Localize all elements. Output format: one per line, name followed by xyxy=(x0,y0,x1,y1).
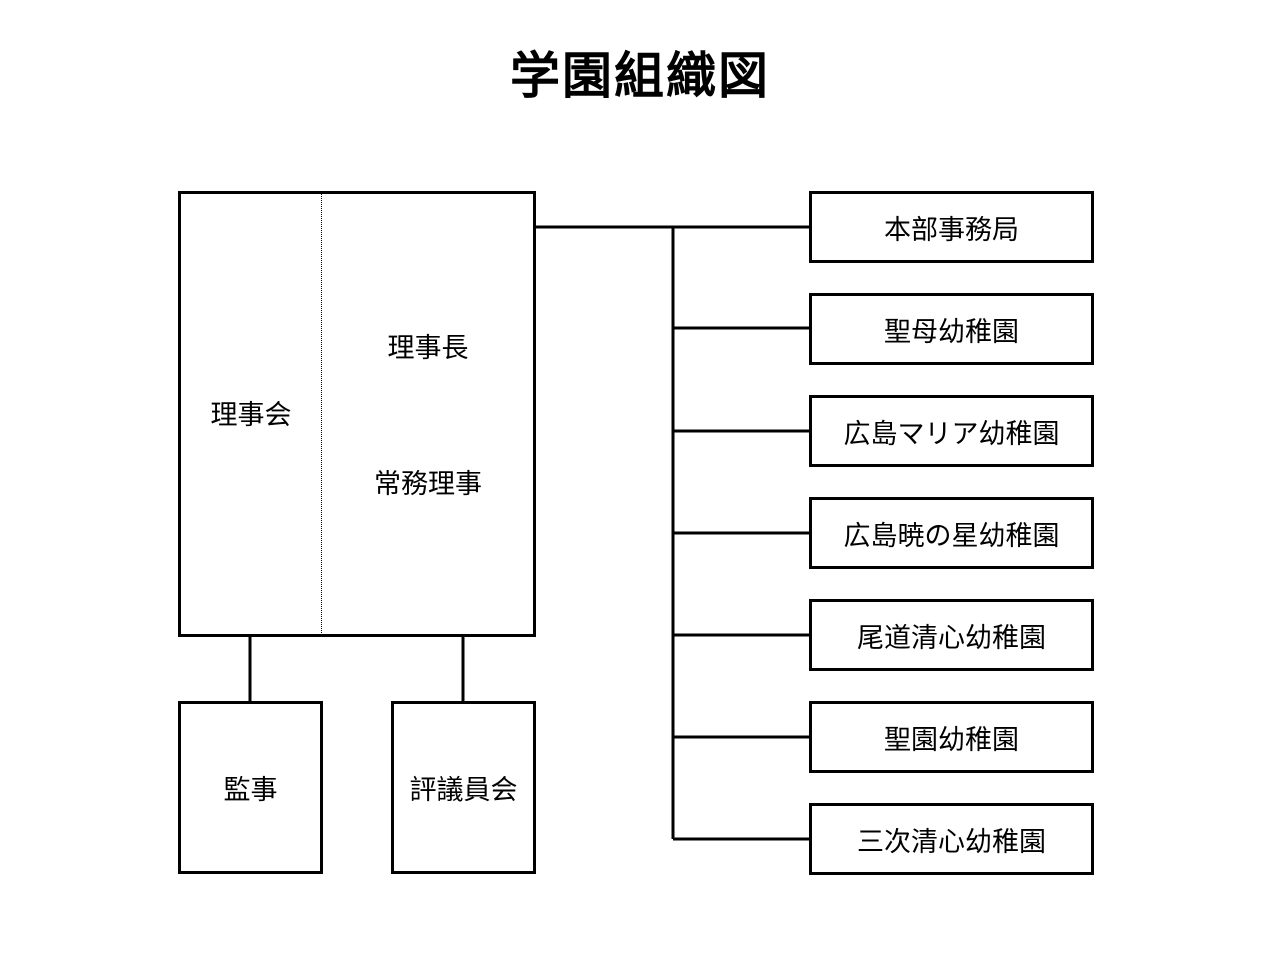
department-label: 広島マリア幼稚園 xyxy=(843,418,1060,450)
department-label: 広島暁の星幼稚園 xyxy=(843,520,1060,552)
executive-director-label: 常務理事 xyxy=(374,468,482,500)
chairman-label: 理事長 xyxy=(387,332,469,364)
department-box xyxy=(809,497,1094,569)
department-box xyxy=(809,599,1094,671)
council-box xyxy=(391,701,536,874)
board-divider xyxy=(321,193,322,635)
board-of-directors-label: 理事会 xyxy=(210,399,292,431)
council-label: 評議員会 xyxy=(409,775,518,806)
page-title: 学園組織図 xyxy=(510,47,770,105)
department-box xyxy=(809,803,1094,875)
department-box xyxy=(809,701,1094,773)
department-box xyxy=(809,395,1094,467)
department-label: 三次清心幼稚園 xyxy=(857,826,1046,858)
department-box xyxy=(809,191,1094,263)
department-label: 聖園幼稚園 xyxy=(884,724,1019,756)
auditor-label: 監事 xyxy=(223,775,278,806)
department-box xyxy=(809,293,1094,365)
department-label: 本部事務局 xyxy=(884,214,1019,246)
department-label: 聖母幼稚園 xyxy=(884,316,1019,348)
auditor-box xyxy=(178,701,323,874)
board-box xyxy=(178,191,536,637)
department-label: 尾道清心幼稚園 xyxy=(857,622,1046,654)
